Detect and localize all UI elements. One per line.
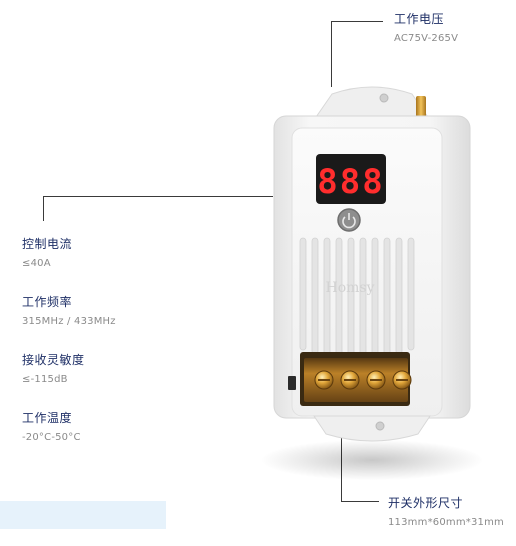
device-shadow	[262, 440, 482, 480]
bottom-mount-hole	[375, 421, 385, 431]
spec-voltage-value: AC75V-265V	[394, 33, 459, 44]
top-mount-hole	[379, 93, 389, 103]
led-display	[316, 154, 386, 204]
bottom-mount-tab	[313, 415, 431, 442]
leader-voltage-h	[331, 21, 383, 22]
spec-temperature: 工作温度 -20°C-50°C	[22, 409, 81, 443]
spec-sensitivity-value: ≤-115dB	[22, 374, 68, 385]
spec-frequency-value: 315MHz / 433MHz	[22, 316, 116, 327]
spec-dimensions-title: 开关外形尺寸	[388, 496, 464, 510]
leader-dimensions-h	[341, 501, 379, 502]
spec-current: 控制电流 ≤40A	[22, 235, 72, 269]
leader-current-h	[43, 196, 273, 197]
spec-current-value: ≤40A	[22, 258, 51, 269]
spec-current-title: 控制电流	[22, 237, 73, 251]
leader-voltage-v	[331, 21, 332, 87]
spec-temperature-value: -20°C-50°C	[22, 432, 81, 443]
footer-band	[0, 501, 166, 529]
terminal-screws	[314, 370, 412, 390]
spec-voltage: 工作电压 AC75V-265V	[394, 10, 458, 44]
spec-voltage-title: 工作电压	[394, 12, 445, 26]
spec-sensitivity: 接收灵敏度 ≤-115dB	[22, 351, 85, 385]
top-mount-tab	[313, 86, 431, 121]
side-port	[288, 376, 296, 390]
brand-emboss: Homsy	[325, 280, 374, 296]
leader-dimensions-v	[341, 438, 342, 501]
spec-dimensions: 开关外形尺寸 113mm*60mm*31mm	[388, 494, 504, 528]
leader-current-v	[43, 196, 44, 221]
spec-sensitivity-title: 接收灵敏度	[22, 353, 85, 367]
relay-device: 888 Homsy	[273, 86, 471, 442]
vent-grille	[299, 237, 415, 357]
led-digits: 888	[317, 162, 384, 202]
power-icon	[342, 216, 356, 229]
spec-temperature-title: 工作温度	[22, 411, 73, 425]
spec-frequency-title: 工作频率	[22, 295, 73, 309]
spec-frequency: 工作频率 315MHz / 433MHz	[22, 293, 116, 327]
spec-dimensions-value: 113mm*60mm*31mm	[388, 517, 504, 528]
